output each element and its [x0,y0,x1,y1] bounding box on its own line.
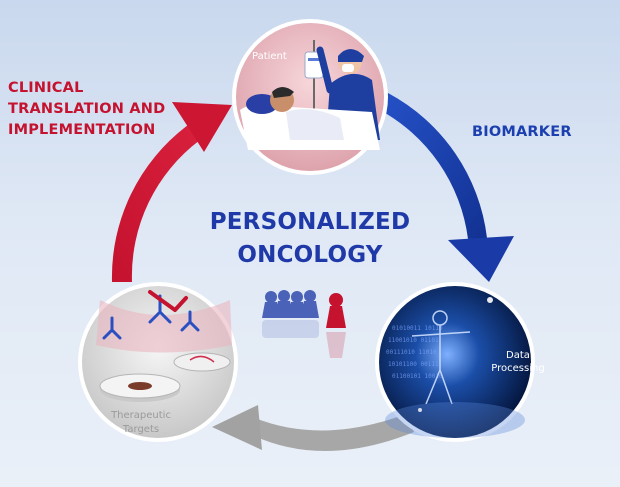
data-line-2: Processing [491,363,545,374]
clinical-translation-arrow [111,102,232,282]
center-title-line-2: ONCOLOGY [237,242,383,268]
svg-text:01100101 10010: 01100101 10010 [392,373,443,380]
thera-line-2: Targets [122,424,160,435]
antibody-icon [102,294,200,340]
clinical-translation-label: CLINICAL TRANSLATION AND IMPLEMENTATION [8,78,208,141]
center-title: PERSONALIZED ONCOLOGY [190,206,430,272]
therapeutic-targets-label: Therapeutic Targets [96,409,186,437]
patient-label: Patient [252,51,287,62]
binary-code: 01010011 10110 11001010 01101 00111010 1… [386,325,443,380]
data-line-1: Data [506,350,530,361]
biomarker-arrow [378,93,514,282]
svg-text:10101100 00111: 10101100 00111 [388,361,439,368]
petri-dish-icon [99,373,181,402]
therapeutic-targets-circle [78,282,238,442]
svg-text:00111010 11010: 00111010 11010 [386,349,437,356]
game-pawn-red-icon [326,293,346,358]
game-pawn-blue-icon [262,290,319,338]
clinical-line-2: TRANSLATION AND [8,101,166,117]
patient-illustration [240,87,380,150]
gray-return-arrow [212,405,414,451]
svg-text:11001010 01101: 11001010 01101 [388,337,439,344]
vitruvian-figure [411,310,471,405]
center-title-line-1: PERSONALIZED [209,209,411,235]
thera-line-1: Therapeutic [111,410,171,421]
patient-circle [232,19,388,175]
biomarker-label: BIOMARKER [472,124,572,140]
data-processing-label: Data Processing [478,349,558,375]
clinical-line-1: CLINICAL [8,80,84,96]
clinical-line-3: IMPLEMENTATION [8,122,156,138]
svg-text:01010011 10110: 01010011 10110 [392,325,443,332]
data-processing-circle: 01010011 10110 11001010 01101 00111010 1… [375,282,535,442]
